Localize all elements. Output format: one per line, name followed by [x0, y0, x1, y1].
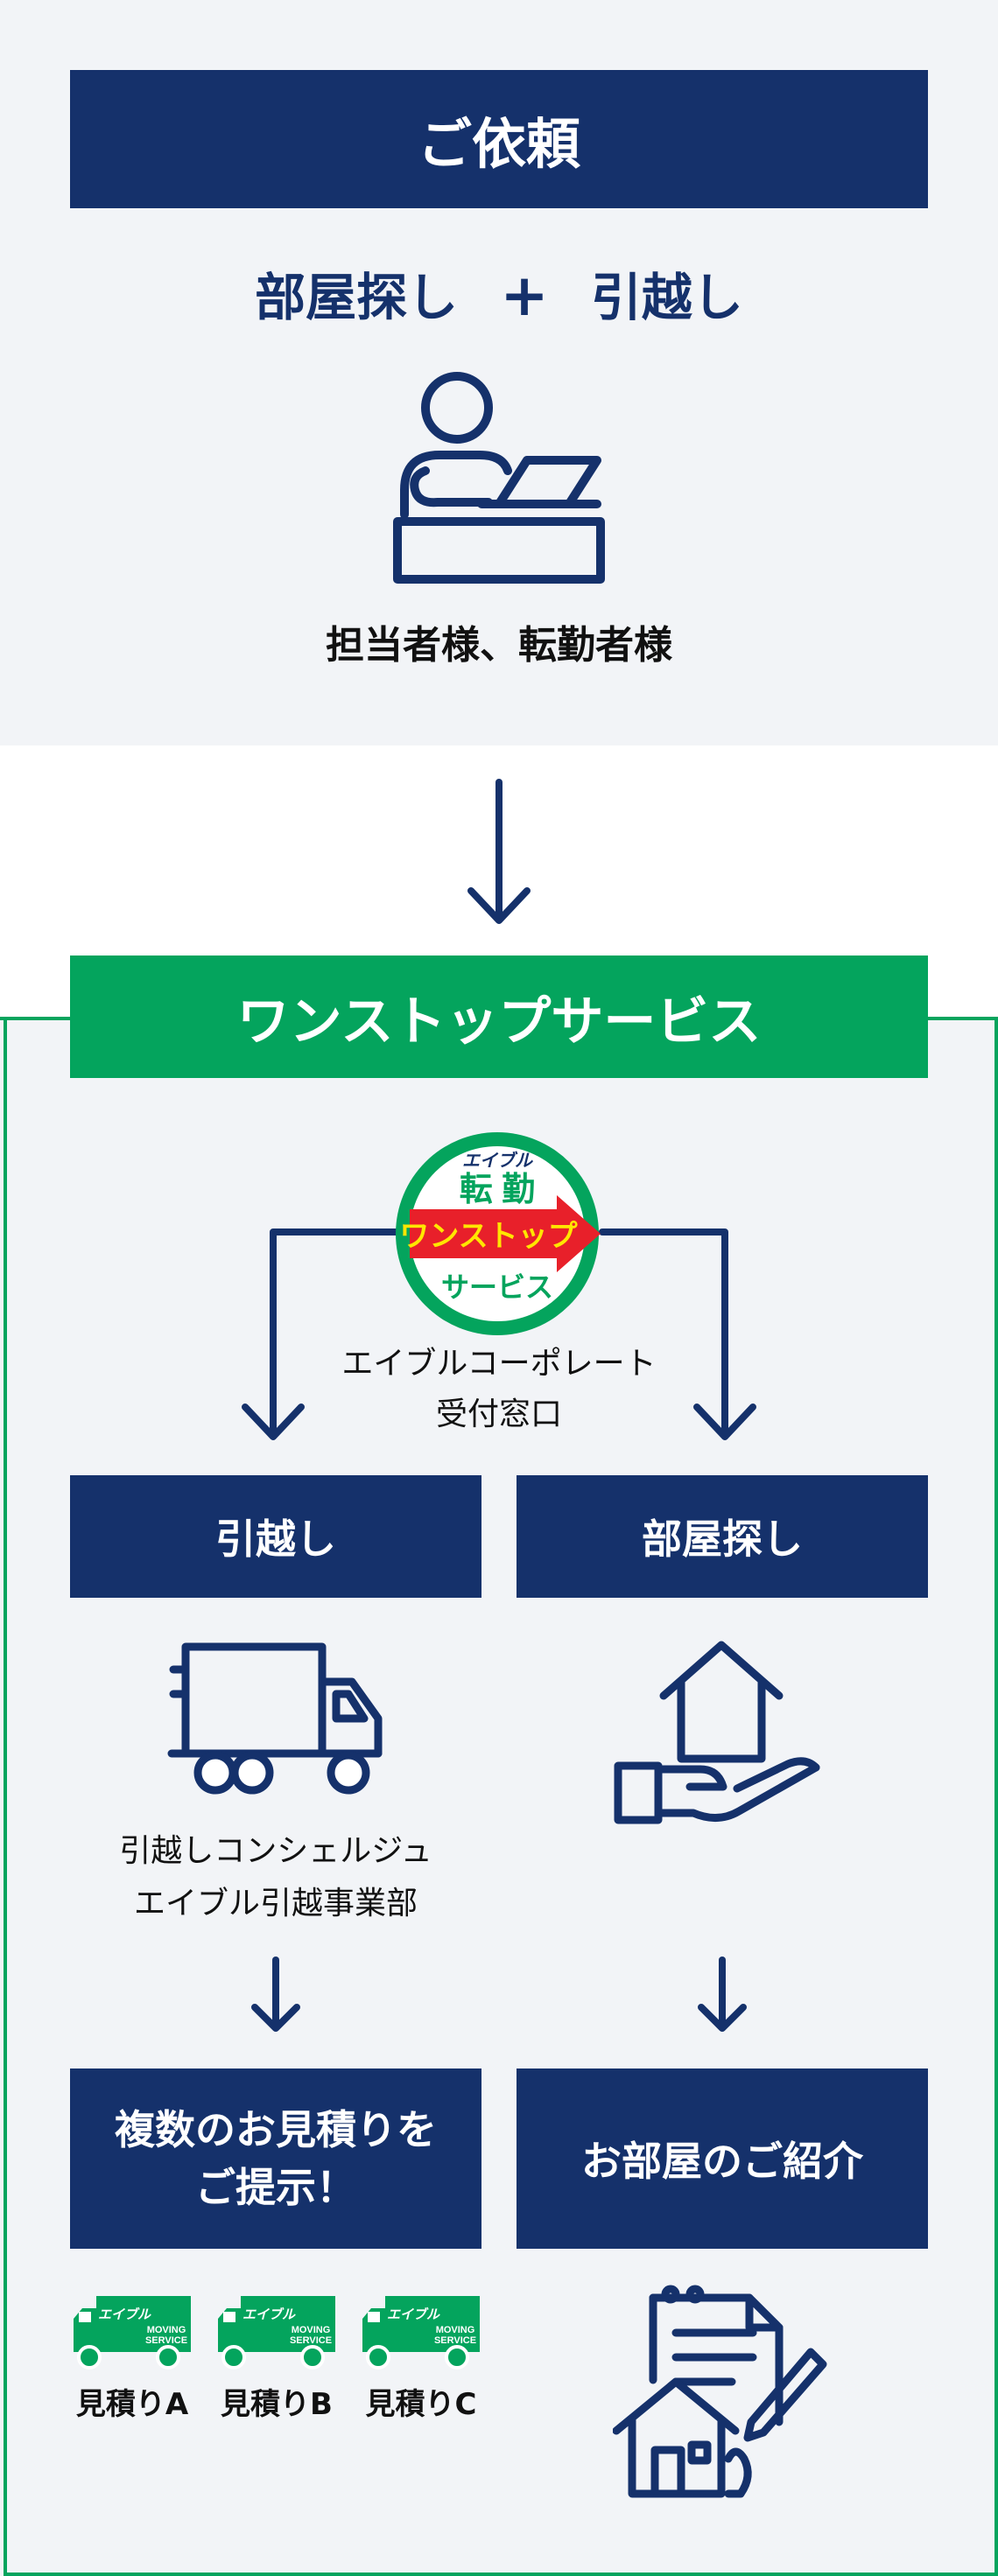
reception-caption: エイブルコーポレート 受付窓口 — [324, 1339, 674, 1440]
estimate-label: 見積りC — [365, 2387, 477, 2422]
green-truck-icon: エイブル MOVING SERVICE — [362, 2296, 480, 2370]
truck-service-line-2: SERVICE — [145, 2335, 187, 2346]
house-document-icon — [613, 2285, 827, 2498]
moving-result-line-2: ご提示！ — [195, 2164, 356, 2211]
onestop-frame-top-right — [924, 1017, 998, 1020]
truck-brand: エイブル — [242, 2306, 296, 2322]
green-truck-icon: エイブル MOVING SERVICE — [74, 2296, 191, 2370]
moving-header-box: 引越し — [70, 1475, 481, 1598]
estimate-label: 見積りB — [221, 2387, 333, 2422]
moving-result-line-1: 複数のお見積りを — [115, 2106, 437, 2153]
truck-service-line-2: SERVICE — [290, 2335, 332, 2346]
subtitle-moving: 引越し — [590, 268, 743, 327]
estimate-item: エイブル MOVING SERVICE 見積りA — [67, 2292, 198, 2424]
person-caption: 担当者様、転勤者様 — [326, 623, 672, 668]
logo-top-text: 転 勤 — [460, 1172, 536, 1208]
request-title: ご依頼 — [417, 112, 580, 176]
arrow-down-room-icon — [698, 1956, 747, 2032]
reception-line-2: 受付窓口 — [435, 1396, 562, 1432]
moving-caption: 引越しコンシェルジュ エイブル引越事業部 — [70, 1825, 481, 1930]
request-subtitle: 部屋探し + 引越し — [0, 261, 998, 331]
logo-banner-text: ワンストップ — [399, 1220, 577, 1253]
subtitle-room-search: 部屋探し — [255, 268, 459, 327]
truck-brand: エイブル — [98, 2306, 151, 2322]
subtitle-plus: + — [500, 262, 549, 329]
moving-header: 引越し — [215, 1516, 336, 1563]
onestop-frame-top-left — [0, 1017, 74, 1020]
estimates-row: エイブル MOVING SERVICE 見積りA エイブル MOVING SER… — [67, 2292, 487, 2424]
truck-service-line-1: MOVING — [292, 2325, 331, 2335]
request-title-box: ご依頼 — [70, 70, 928, 208]
truck-service-line-2: SERVICE — [434, 2335, 476, 2346]
logo-brand: エイブル — [462, 1151, 533, 1171]
reception-line-1: エイブルコーポレート — [341, 1346, 657, 1382]
moving-caption-line-2: エイブル引越事業部 — [133, 1886, 418, 1922]
room-header: 部屋探し — [642, 1516, 803, 1563]
onestop-title: ワンストップサービス — [236, 990, 762, 1053]
truck-brand: エイブル — [387, 2306, 440, 2322]
estimate-item: エイブル MOVING SERVICE 見積りB — [211, 2292, 342, 2424]
moving-caption-line-1: 引越しコンシェルジュ — [119, 1833, 432, 1869]
house-hand-icon — [614, 1641, 820, 1824]
truck-service-line-1: MOVING — [147, 2325, 186, 2335]
room-result-box: お部屋のご紹介 — [517, 2068, 928, 2249]
room-header-box: 部屋探し — [517, 1475, 928, 1598]
truck-icon — [167, 1642, 383, 1795]
room-result: お部屋のご紹介 — [581, 2138, 863, 2185]
onestop-frame — [4, 1020, 998, 2576]
estimate-label: 見積りA — [75, 2387, 189, 2422]
onestop-title-box: ワンストップサービス — [70, 956, 928, 1078]
estimate-item: エイブル MOVING SERVICE 見積りC — [355, 2292, 487, 2424]
arrow-down-icon — [467, 779, 531, 924]
arrow-down-moving-icon — [251, 1956, 300, 2032]
logo-bottom-text: サービス — [441, 1271, 553, 1303]
truck-service-line-1: MOVING — [436, 2325, 475, 2335]
branch-arrows — [242, 1228, 756, 1440]
person-laptop-icon — [393, 372, 605, 584]
moving-result-box: 複数のお見積りを ご提示！ — [70, 2068, 481, 2249]
transfer-onestop-logo: エイブル 転 勤 ワンストップ サービス — [396, 1132, 601, 1335]
green-truck-icon: エイブル MOVING SERVICE — [218, 2296, 335, 2370]
